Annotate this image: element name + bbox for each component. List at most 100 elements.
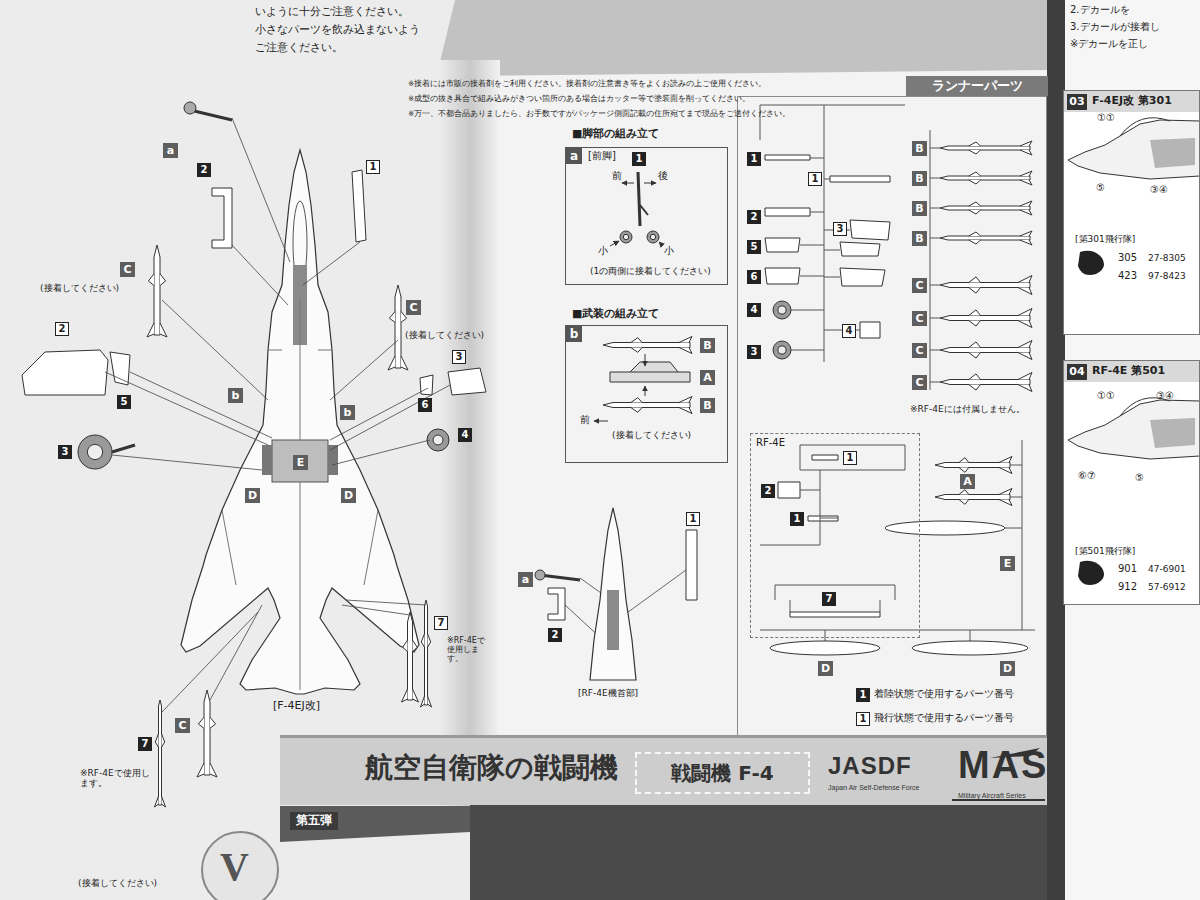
runner-gate	[930, 318, 940, 319]
small-text: 305	[1118, 252, 1137, 264]
part-number: 7	[822, 592, 836, 606]
direction-arrow	[644, 183, 656, 184]
wheel-hub	[433, 435, 443, 445]
fuel-tank	[912, 641, 1028, 655]
leader-line	[210, 605, 262, 700]
launcher-part	[610, 362, 690, 382]
missile-part	[940, 309, 1032, 328]
note-text: (1の両側に接着してください)	[590, 266, 711, 276]
logo-caption: Japan Air Self-Defense Force	[828, 784, 919, 792]
missile-part	[935, 457, 1012, 474]
missile-body	[425, 600, 428, 705]
missile-part	[421, 600, 432, 707]
squadron-emblem	[1078, 251, 1104, 275]
note-text: (接着してください)	[405, 330, 484, 340]
missile-body	[940, 380, 1030, 385]
kit-part	[830, 176, 890, 182]
runner-frame	[800, 445, 905, 470]
part-number: 1	[808, 172, 822, 186]
small-text: ⑥⑦	[1078, 470, 1096, 482]
decal-header-bar	[1063, 90, 1200, 112]
part-number: 3	[452, 350, 466, 364]
logo-rule	[952, 799, 1045, 801]
small-text: 912	[1118, 581, 1137, 593]
runner-gate	[930, 178, 940, 179]
missile-fins	[969, 201, 1032, 215]
missile-body	[603, 343, 690, 348]
leader-line	[130, 372, 272, 438]
note-text: ご注意ください。	[255, 42, 343, 55]
missile-fins	[969, 171, 1032, 185]
note-text: 97-8423	[1148, 271, 1186, 281]
small-text: ⑤	[1135, 472, 1144, 484]
part-letter: a	[163, 143, 178, 158]
decal-panel	[1063, 90, 1200, 335]
footer-band	[280, 735, 1047, 805]
missile-fins	[969, 373, 1032, 392]
small-text: 前	[580, 414, 590, 426]
assembly-box: a[前脚]	[565, 147, 728, 285]
missile-body	[940, 348, 1030, 353]
node-text: ランナーパーツ	[906, 76, 1048, 96]
part-letter: C	[912, 343, 927, 358]
part-number: 4	[747, 303, 761, 317]
part-letter: C	[406, 300, 421, 315]
part-number: 1	[856, 688, 870, 702]
kit-part	[352, 170, 366, 242]
missile-part	[603, 337, 692, 354]
kit-part	[110, 352, 130, 385]
kit-part	[812, 455, 838, 460]
part-letter: b	[340, 405, 355, 420]
volume-tab: 第五弾	[290, 812, 338, 830]
missile-fins	[969, 141, 1032, 155]
small-text: ※デカールを正し	[1070, 38, 1148, 50]
missile-body	[154, 245, 160, 335]
missile-fins	[147, 274, 167, 337]
missile-body	[940, 176, 1030, 180]
logo-text: JASDF	[828, 752, 912, 780]
runner-sprue	[930, 130, 931, 390]
part-number: 2	[55, 322, 69, 336]
part-letter: B	[700, 398, 715, 413]
gear-strut	[112, 445, 135, 452]
small-text: ①①	[1097, 112, 1115, 124]
part-number: 1	[747, 152, 761, 166]
kit-part	[765, 238, 800, 252]
fuel-tank	[770, 641, 880, 655]
leader-line	[624, 570, 686, 615]
section-heading: ■武装の組み立て	[572, 308, 659, 321]
part-number: 1	[856, 712, 870, 726]
small-text: 小	[664, 245, 674, 257]
missile-part	[147, 245, 167, 337]
kit-part	[22, 350, 108, 395]
runner-gate	[791, 158, 860, 350]
note-text: ※万一、不都合品ありましたら、お手数ですがパッケージ側面記載の住所宛てまで現品を…	[408, 110, 790, 119]
kit-part	[548, 588, 565, 620]
missile-fins	[388, 312, 408, 370]
nose-gear-part	[190, 110, 232, 120]
gear-bay	[607, 590, 619, 650]
wheel-part	[647, 231, 659, 243]
part-number: 1	[632, 152, 646, 166]
leader-line	[330, 340, 398, 400]
part-number: 4	[458, 428, 472, 442]
missile-body	[935, 463, 1010, 468]
missile-part	[197, 690, 217, 777]
part-letter: C	[175, 718, 190, 733]
part-number: 2	[548, 628, 562, 642]
nose-wheel	[184, 102, 196, 114]
part-letter: B	[912, 171, 927, 186]
middle-page	[470, 70, 1050, 810]
part-letter: B	[912, 201, 927, 216]
note-text: ※成型の抜き具合で組み込みがきつい箇所のある場合はカッター等で塗装面を削ってくだ…	[408, 95, 750, 104]
kit-part	[765, 208, 810, 216]
leader-line	[112, 455, 262, 470]
part-letter: C	[120, 262, 135, 277]
camouflage-patch	[1150, 418, 1195, 448]
missile-fins	[631, 337, 692, 354]
kit-part	[840, 242, 880, 256]
nose-section	[590, 508, 636, 680]
small-text: 3.デカールが接着し	[1070, 21, 1160, 33]
missile-fins	[969, 276, 1032, 295]
aircraft-side-view	[1068, 400, 1200, 459]
